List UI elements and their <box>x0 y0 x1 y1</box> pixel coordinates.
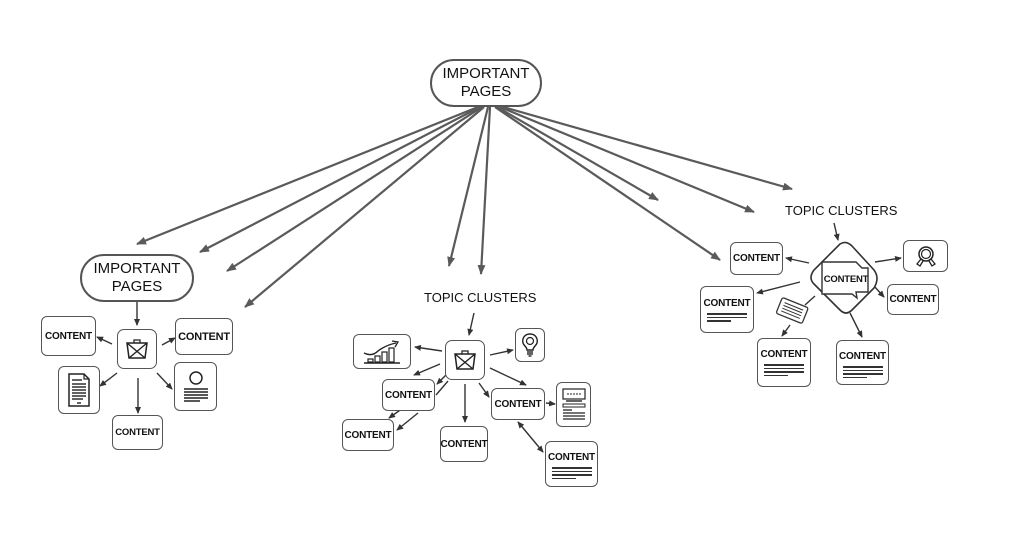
middle-topic-clusters-heading: TOPIC CLUSTERS <box>424 290 537 305</box>
right-content-2[interactable]: CONTENT <box>700 286 754 333</box>
right-arrow-a <box>785 256 810 264</box>
left-important-pages[interactable]: IMPORTANT PAGES <box>80 254 194 302</box>
root-arrow-1 <box>136 105 479 246</box>
content-label: CONTENT <box>839 351 886 362</box>
left-arrow-b <box>161 337 176 346</box>
right-arrow-d <box>873 285 885 298</box>
root-arrow-6 <box>477 106 492 275</box>
root-arrow-5 <box>447 106 490 267</box>
middle-content-5[interactable]: CONTENT <box>545 441 598 487</box>
root-arrow-3 <box>226 106 483 272</box>
left-arrow-d <box>156 372 173 390</box>
webpage-icon <box>561 387 586 420</box>
content-label: CONTENT <box>733 253 780 264</box>
root-important-pages[interactable]: IMPORTANT PAGES <box>430 59 542 107</box>
middle-envelope-node[interactable] <box>445 340 485 380</box>
left-hub-label-line1: IMPORTANT <box>93 260 181 277</box>
middle-lightbulb-node[interactable] <box>515 328 545 362</box>
mid-arrow-chart <box>414 344 443 352</box>
content-label: CONTENT <box>760 349 808 360</box>
root-label-line1: IMPORTANT <box>442 65 530 82</box>
growth-chart-icon <box>363 339 400 364</box>
right-content-1[interactable]: CONTENT <box>730 242 783 275</box>
content-label: CONTENT <box>45 330 92 342</box>
text-lines-icon <box>764 364 804 376</box>
middle-content-1[interactable]: CONTENT <box>382 379 435 411</box>
lightbulb-icon <box>522 333 538 357</box>
left-content-3[interactable]: CONTENT <box>112 415 163 450</box>
root-arrow-7 <box>494 106 721 261</box>
left-hub-label-line2: PAGES <box>111 278 163 295</box>
right-arrow-c <box>756 281 801 295</box>
text-lines-icon <box>551 467 592 479</box>
content-label: CONTENT <box>703 298 751 309</box>
right-center-content-label[interactable]: CONTENT <box>823 274 869 285</box>
right-heading-arrow <box>833 222 840 241</box>
right-content-4[interactable]: CONTENT <box>757 338 811 387</box>
mid-heading-arrow <box>467 312 475 336</box>
mid-arrow-c1 <box>413 363 441 376</box>
middle-chart-node[interactable] <box>353 334 411 369</box>
left-envelope-node[interactable] <box>117 329 157 369</box>
right-content-5[interactable]: CONTENT <box>836 340 889 385</box>
right-arrow-f <box>849 312 863 338</box>
content-label: CONTENT <box>494 398 542 410</box>
keyboard-card-icon <box>775 297 809 324</box>
middle-content-2[interactable]: CONTENT <box>342 419 394 451</box>
content-label: CONTENT <box>385 389 432 401</box>
right-arrow-b <box>874 255 902 263</box>
middle-content-3[interactable]: CONTENT <box>440 426 488 462</box>
mid-arrow-c1c <box>435 380 449 396</box>
left-content-2[interactable]: CONTENT <box>175 318 233 355</box>
left-arrow-c <box>99 372 118 387</box>
middle-content-4[interactable]: CONTENT <box>491 388 545 420</box>
envelope-icon <box>126 339 148 359</box>
root-arrow-4 <box>244 106 485 308</box>
search-magnifier-icon <box>915 246 936 267</box>
right-search-node[interactable] <box>903 240 948 272</box>
right-content-3[interactable]: CONTENT <box>887 284 939 315</box>
mid-arrow-c2b <box>396 412 419 431</box>
content-label: CONTENT <box>115 427 160 438</box>
right-arrow-e2 <box>781 324 791 337</box>
mid-arrow-c4 <box>489 367 527 386</box>
text-lines-icon <box>842 366 883 378</box>
content-label: CONTENT <box>548 452 595 463</box>
right-topic-clusters-heading: TOPIC CLUSTERS <box>785 203 898 218</box>
content-label: CONTENT <box>344 429 392 441</box>
root-arrow-2 <box>199 106 481 253</box>
mid-arrow-c5 <box>517 421 544 453</box>
middle-webpage-node[interactable] <box>556 382 591 427</box>
content-label: CONTENT <box>440 438 488 450</box>
left-profile-node[interactable] <box>174 362 217 411</box>
document-icon <box>68 373 90 407</box>
right-arrow-e <box>804 295 816 306</box>
mid-arrow-c4b <box>478 382 490 398</box>
content-label: CONTENT <box>178 330 230 343</box>
mid-arrow-bulb <box>489 348 514 356</box>
mid-arrow-c1b <box>436 374 447 385</box>
root-arrow-8 <box>496 106 659 201</box>
profile-card-icon <box>183 370 208 402</box>
root-arrow-9 <box>499 105 755 214</box>
text-lines-icon <box>707 313 747 322</box>
left-document-node[interactable] <box>58 366 100 414</box>
left-arrow-a <box>96 336 113 345</box>
mid-arrow-web <box>545 400 556 407</box>
left-content-1[interactable]: CONTENT <box>41 316 96 356</box>
root-label-line2: PAGES <box>460 83 512 100</box>
envelope-icon <box>454 350 476 370</box>
content-label: CONTENT <box>889 294 937 305</box>
root-arrow-10 <box>502 105 793 191</box>
right-center-inner <box>821 261 869 300</box>
